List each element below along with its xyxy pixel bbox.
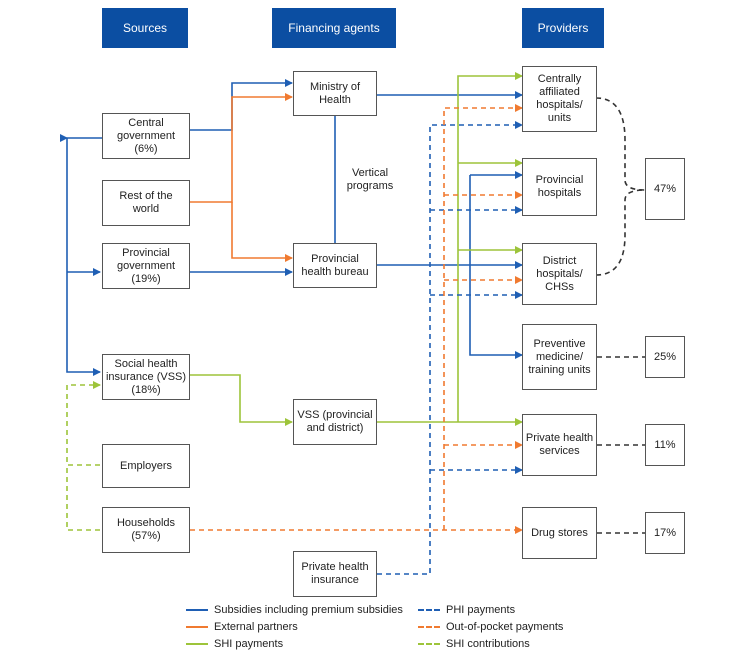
shi-payment-links [190, 72, 523, 426]
legend-shi-contributions: SHI contributions [418, 638, 530, 650]
provider-private-health-services: Private health services [522, 414, 597, 476]
legend-shi-contributions-swatch [418, 643, 440, 645]
agent-provincial-health-bureau: Provincial health bureau [293, 243, 377, 288]
legend-phi-payments-label: PHI payments [446, 604, 516, 616]
share-drug-stores: 17% [645, 512, 685, 554]
legend-phi-payments-swatch [418, 609, 440, 611]
legend-subsidies: Subsidies including premium subsidies [186, 604, 403, 616]
oop-links [190, 104, 523, 534]
legend-oop-label: Out-of-pocket payments [446, 621, 564, 633]
legend-shi-payments-swatch [186, 643, 208, 645]
source-central-government: Central government (6%) [102, 113, 190, 159]
legend-oop-swatch [418, 626, 440, 628]
vertical-programs-label: Vertical programs [346, 167, 394, 192]
phi-payment-links [377, 121, 523, 575]
provider-drug-stores: Drug stores [522, 507, 597, 559]
source-social-health-insurance: Social health insurance (VSS) (18%) [102, 354, 190, 400]
source-rest-of-world: Rest of the world [102, 180, 190, 226]
provider-centrally-affiliated: Centrally affiliated hospitals/ units [522, 66, 597, 132]
agent-private-health-insurance: Private health insurance [293, 551, 377, 597]
source-employers: Employers [102, 444, 190, 488]
legend-shi-payments: SHI payments [186, 638, 283, 650]
legend-oop: Out-of-pocket payments [418, 621, 563, 633]
source-provincial-government: Provincial government (19%) [102, 243, 190, 289]
provider-provincial-hospitals: Provincial hospitals [522, 158, 597, 216]
share-hospitals: 47% [645, 158, 685, 220]
legend-external-label: External partners [214, 621, 298, 633]
legend-subsidies-label: Subsidies including premium subsidies [214, 604, 403, 616]
provider-preventive-medicine: Preventive medicine/ training units [522, 324, 597, 390]
subsidy-links [66, 79, 523, 376]
legend-external-swatch [186, 626, 208, 628]
share-preventive: 25% [645, 336, 685, 378]
legend-phi-payments: PHI payments [418, 604, 515, 616]
source-households: Households (57%) [102, 507, 190, 553]
header-providers: Providers [522, 8, 604, 48]
legend-shi-payments-label: SHI payments [214, 638, 284, 650]
shi-contribution-links [66, 381, 101, 531]
provider-district-hospitals: District hospitals/ CHSs [522, 243, 597, 305]
agent-ministry-of-health: Ministry of Health [293, 71, 377, 116]
header-financing-agents: Financing agents [272, 8, 396, 48]
agent-vss: VSS (provincial and district) [293, 399, 377, 445]
legend-external: External partners [186, 621, 298, 633]
header-sources: Sources [102, 8, 188, 48]
legend-subsidies-swatch [186, 609, 208, 611]
external-links [190, 93, 293, 262]
legend-shi-contributions-label: SHI contributions [446, 638, 530, 650]
share-links [595, 97, 646, 534]
share-private: 11% [645, 424, 685, 466]
